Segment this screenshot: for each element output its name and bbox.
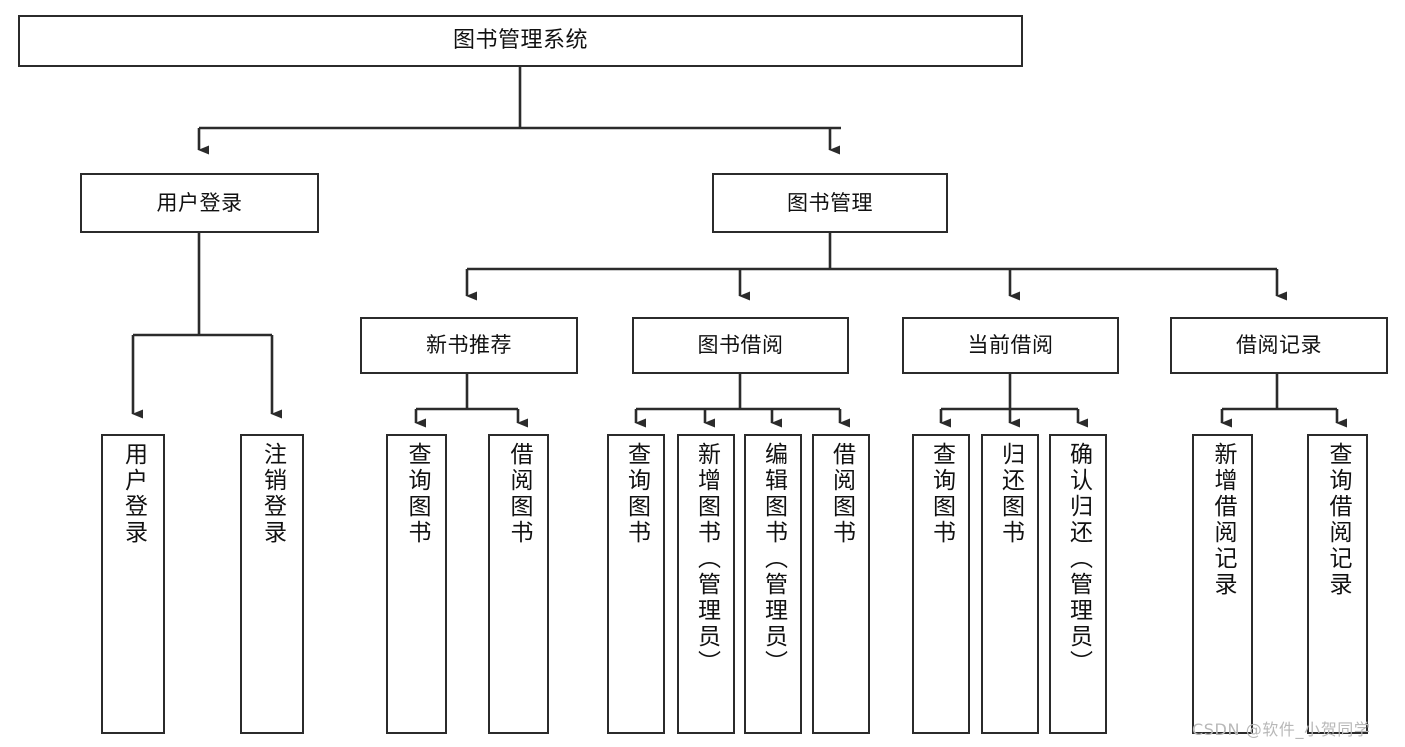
node-book-manage-label: 图书管理 [787,190,873,215]
leaf-add-record-label: 新增借阅记录 [1210,442,1236,598]
leaf-add-book-label: 新增图书（管理员） [693,442,720,676]
leaf-borrow-book-2[interactable]: 借阅图书 [812,434,870,734]
leaf-query-book-1[interactable]: 查询图书 [386,434,447,734]
leaf-user-logout-label: 注销登录 [259,442,286,546]
leaf-edit-book[interactable]: 编辑图书（管理员） [744,434,802,734]
leaf-confirm-return[interactable]: 确认归还（管理员） [1049,434,1107,734]
leaf-query-book-1-label: 查询图书 [404,442,430,546]
node-current-borrow[interactable]: 当前借阅 [902,317,1119,374]
leaf-query-book-3-label: 查询图书 [928,442,955,546]
node-borrow-record-label: 借阅记录 [1236,333,1322,358]
leaf-return-book[interactable]: 归还图书 [981,434,1039,734]
leaf-query-book-3[interactable]: 查询图书 [912,434,970,734]
node-new-book-rec[interactable]: 新书推荐 [360,317,578,374]
leaf-edit-book-label: 编辑图书（管理员） [760,442,787,676]
node-root-label: 图书管理系统 [452,28,588,54]
leaf-query-record[interactable]: 查询借阅记录 [1307,434,1368,734]
leaf-borrow-book-1-label: 借阅图书 [506,442,532,546]
leaf-add-book[interactable]: 新增图书（管理员） [677,434,735,734]
node-book-borrow[interactable]: 图书借阅 [632,317,849,374]
leaf-query-book-2-label: 查询图书 [623,442,650,546]
leaf-borrow-book-2-label: 借阅图书 [828,442,855,546]
csdn-watermark: CSDN @软件_小贺同学 [1192,720,1371,739]
node-borrow-record[interactable]: 借阅记录 [1170,317,1388,374]
leaf-query-record-label: 查询借阅记录 [1325,442,1351,598]
node-user-login[interactable]: 用户登录 [80,173,319,233]
node-book-manage[interactable]: 图书管理 [712,173,948,233]
node-book-borrow-label: 图书借阅 [697,333,784,358]
leaf-borrow-book-1[interactable]: 借阅图书 [488,434,549,734]
leaf-query-book-2[interactable]: 查询图书 [607,434,665,734]
node-new-book-rec-label: 新书推荐 [426,333,512,358]
node-root[interactable]: 图书管理系统 [18,15,1023,67]
leaf-user-login[interactable]: 用户登录 [101,434,165,734]
node-current-borrow-label: 当前借阅 [967,333,1054,358]
leaf-confirm-return-label: 确认归还（管理员） [1065,442,1092,676]
leaf-return-book-label: 归还图书 [997,442,1024,546]
node-user-login-label: 用户登录 [156,190,243,215]
leaf-add-record[interactable]: 新增借阅记录 [1192,434,1253,734]
leaf-user-logout[interactable]: 注销登录 [240,434,304,734]
leaf-user-login-label: 用户登录 [120,442,147,546]
